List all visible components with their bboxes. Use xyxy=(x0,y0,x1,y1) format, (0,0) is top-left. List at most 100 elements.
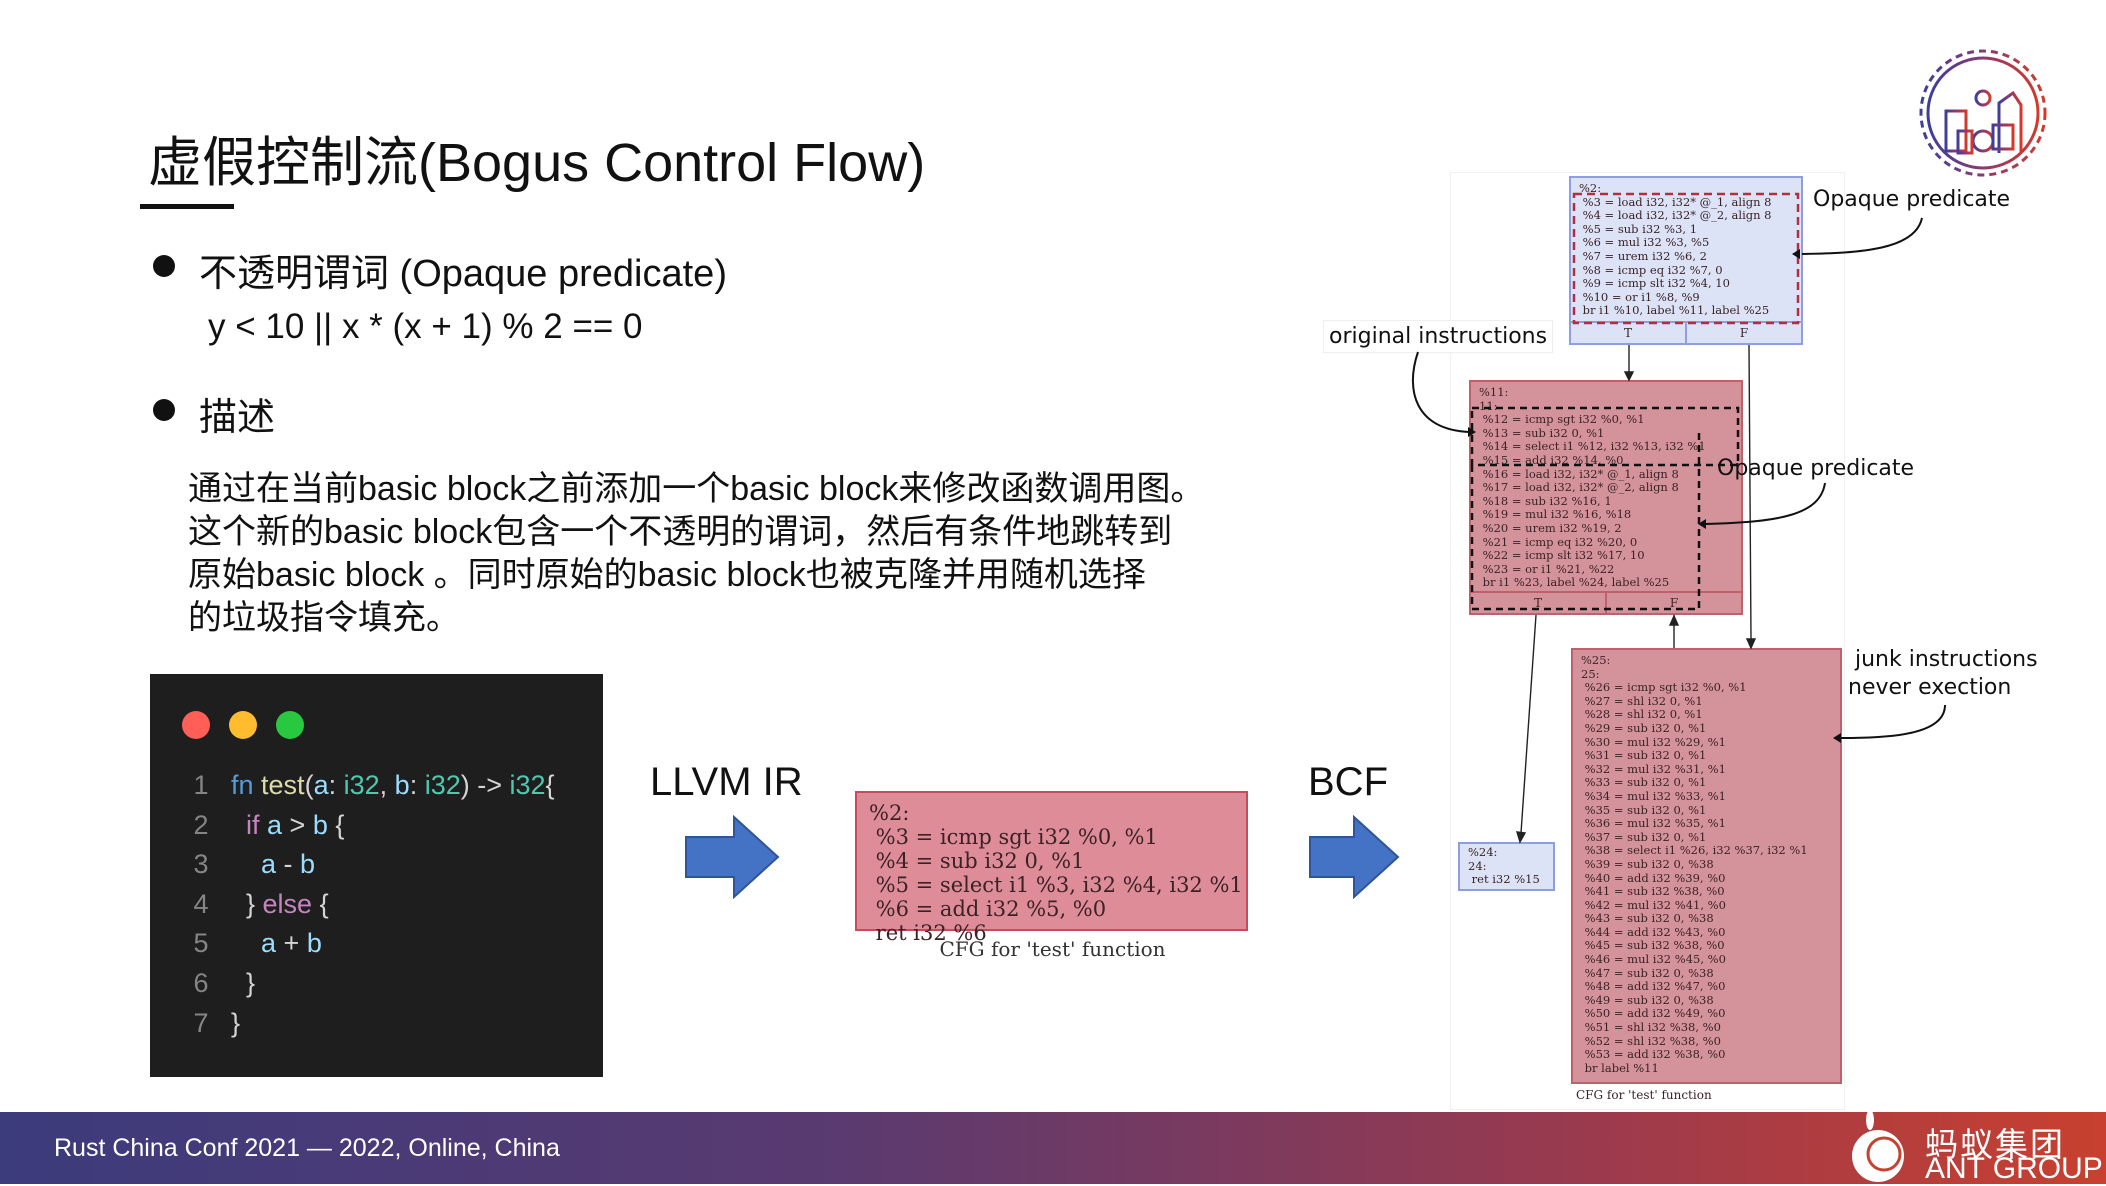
ir-line: %42 = mul i32 %41, %0 xyxy=(1581,897,1726,912)
maximize-window-button[interactable] xyxy=(276,711,304,739)
code-text: } xyxy=(231,968,255,999)
bullet-icon xyxy=(153,399,175,421)
code-token: i32 xyxy=(424,770,461,800)
ir-line: %52 = shl i32 %38, %0 xyxy=(1581,1033,1721,1048)
cfg-block-11: %11:11: %12 = icmp sgt i32 %0, %1 %13 = … xyxy=(1469,380,1743,615)
code-token: { xyxy=(312,888,329,919)
ir-line: 24: xyxy=(1468,858,1487,873)
cfg-caption: CFG for 'test' function xyxy=(939,937,1166,961)
code-token: b xyxy=(300,849,316,880)
code-token: b xyxy=(394,770,410,800)
ir-line: %29 = sub i32 0, %1 xyxy=(1581,720,1707,735)
ir-line: %33 = sub i32 0, %1 xyxy=(1581,775,1707,790)
bullet-description: 描述 xyxy=(199,397,276,439)
description-paragraph: 通过在当前basic block之前添加一个basic block来修改函数调用… xyxy=(188,468,1204,640)
line-number: 5 xyxy=(193,928,209,959)
code-token: > xyxy=(282,809,313,840)
ir-line: %18 = sub i32 %16, 1 xyxy=(1479,493,1612,508)
code-token: } xyxy=(231,1007,241,1038)
ir-line: %44 = add i32 %43, %0 xyxy=(1581,924,1726,939)
cfg-caption: CFG for 'test' function xyxy=(1576,1088,1712,1102)
code-text: a + b xyxy=(231,928,322,959)
ir-line: %7 = urem i32 %6, 2 xyxy=(1579,248,1707,263)
code-token: - xyxy=(276,849,301,880)
ir-line: %23 = or i1 %21, %22 xyxy=(1479,561,1615,576)
ir-line: %28 = shl i32 0, %1 xyxy=(1581,707,1703,722)
ir-line: %46 = mul i32 %45, %0 xyxy=(1581,952,1726,967)
minimize-window-button[interactable] xyxy=(229,711,257,739)
ir-line: %21 = icmp eq i32 %20, 0 xyxy=(1479,534,1638,549)
cfg-block-2: %2: %3 = load i32, i32* @_1, align 8 %4 … xyxy=(1569,176,1803,345)
ir-line: 25: xyxy=(1581,666,1600,681)
ir-line: %24: xyxy=(1468,845,1498,859)
description-line: 原始basic block 。同时原始的basic block也被克隆并用随机选… xyxy=(188,556,1146,594)
ir-line: %12 = icmp sgt i32 %0, %1 xyxy=(1479,412,1645,427)
ir-line: %4 = load i32, i32* @_2, align 8 xyxy=(1579,208,1772,223)
annotation-opaque-predicate: Opaque predicate xyxy=(1813,187,2011,212)
ir-line: %47 = sub i32 0, %38 xyxy=(1581,965,1714,980)
ir-line: %40 = add i32 %39, %0 xyxy=(1581,870,1726,885)
ir-line: %3 = load i32, i32* @_1, align 8 xyxy=(1579,194,1772,209)
ir-line: %25: xyxy=(1581,653,1611,667)
footer-bar: Rust China Conf 2021 — 2022, Online, Chi… xyxy=(0,1112,2106,1185)
ir-line: %34 = mul i32 %33, %1 xyxy=(1581,788,1726,803)
ir-line: ret i32 %6 xyxy=(869,921,987,945)
ir-line: %19 = mul i32 %16, %18 xyxy=(1479,507,1632,522)
ir-line: %5 = select i1 %3, i32 %4, i32 %1 xyxy=(869,873,1243,897)
ir-line: %26 = icmp sgt i32 %0, %1 xyxy=(1581,680,1747,695)
ir-line: %3 = icmp sgt i32 %0, %1 xyxy=(869,825,1158,849)
ir-line: %15 = add i32 %14, %0 xyxy=(1479,452,1624,467)
code-token: i32 xyxy=(509,770,546,800)
code-token: a xyxy=(313,770,329,800)
line-number: 4 xyxy=(193,888,209,919)
close-window-button[interactable] xyxy=(182,711,210,739)
ir-line: %37 = sub i32 0, %1 xyxy=(1581,829,1707,844)
ir-line: %32 = mul i32 %31, %1 xyxy=(1581,761,1726,776)
false-branch-port: F xyxy=(1685,323,1801,343)
ir-line: %14 = select i1 %12, i32 %13, i32 %1 xyxy=(1479,439,1706,454)
code-token: + xyxy=(276,928,307,959)
ir-line: br i1 %23, label %24, label %25 xyxy=(1479,575,1670,590)
description-line: 的垃圾指令填充。 xyxy=(188,599,460,637)
ir-line: %41 = sub i32 %38, %0 xyxy=(1581,884,1725,899)
line-number: 6 xyxy=(193,968,209,998)
ir-line: %48 = add i32 %47, %0 xyxy=(1581,979,1726,994)
ir-line: %2: xyxy=(1579,181,1602,195)
brand-name-cn: 蚂蚁集团 xyxy=(1925,1126,2065,1163)
ir-line: %49 = sub i32 0, %38 xyxy=(1581,992,1714,1007)
annotation-junk-instructions: junk instructions xyxy=(1855,647,2038,672)
code-token: : xyxy=(328,770,344,800)
ir-line: %50 = add i32 %49, %0 xyxy=(1581,1006,1726,1021)
brand-name-en: ANT GROUP xyxy=(1925,1152,2103,1185)
ir-line: %9 = icmp slt i32 %4, 10 xyxy=(1579,276,1730,291)
code-token: else xyxy=(262,888,313,919)
annotation-opaque-predicate: Opaque predicate xyxy=(1717,456,1915,481)
line-number: 1 xyxy=(193,770,209,800)
ir-line: %5 = sub i32 %3, 1 xyxy=(1579,221,1698,236)
obfuscated-cfg-diagram: %2: %3 = load i32, i32* @_1, align 8 %4 … xyxy=(1450,172,1845,1110)
code-token: b xyxy=(312,809,328,840)
ant-group-logo-icon xyxy=(1852,1112,1904,1182)
footer-conference-text: Rust China Conf 2021 — 2022, Online, Chi… xyxy=(54,1134,560,1162)
code-text: if a > b { xyxy=(231,810,344,841)
ir-line: 11: xyxy=(1479,398,1498,413)
ir-line: %30 = mul i32 %29, %1 xyxy=(1581,734,1726,749)
ir-line: %53 = add i32 %38, %0 xyxy=(1581,1047,1726,1062)
description-line: 这个新的basic block包含一个不透明的谓词，然后有条件地跳转到 xyxy=(188,513,1173,551)
code-token: ) -> xyxy=(460,770,510,800)
code-token: a xyxy=(231,849,277,880)
ir-line: br label %11 xyxy=(1581,1060,1659,1075)
code-text: a - b xyxy=(231,849,315,880)
ir-line: %36 = mul i32 %35, %1 xyxy=(1581,816,1726,831)
opaque-predicate-formula: y < 10 || x * (x + 1) % 2 == 0 xyxy=(208,307,643,346)
code-token: b xyxy=(306,928,322,959)
ir-line: %17 = load i32, i32* @_2, align 8 xyxy=(1479,480,1679,495)
line-number: 2 xyxy=(193,809,209,840)
ir-line: %11: xyxy=(1479,385,1509,399)
ir-line: %35 = sub i32 0, %1 xyxy=(1581,802,1707,817)
ir-line: %27 = shl i32 0, %1 xyxy=(1581,693,1703,708)
ir-line: ret i32 %15 xyxy=(1468,872,1540,887)
code-token: : xyxy=(409,770,425,800)
